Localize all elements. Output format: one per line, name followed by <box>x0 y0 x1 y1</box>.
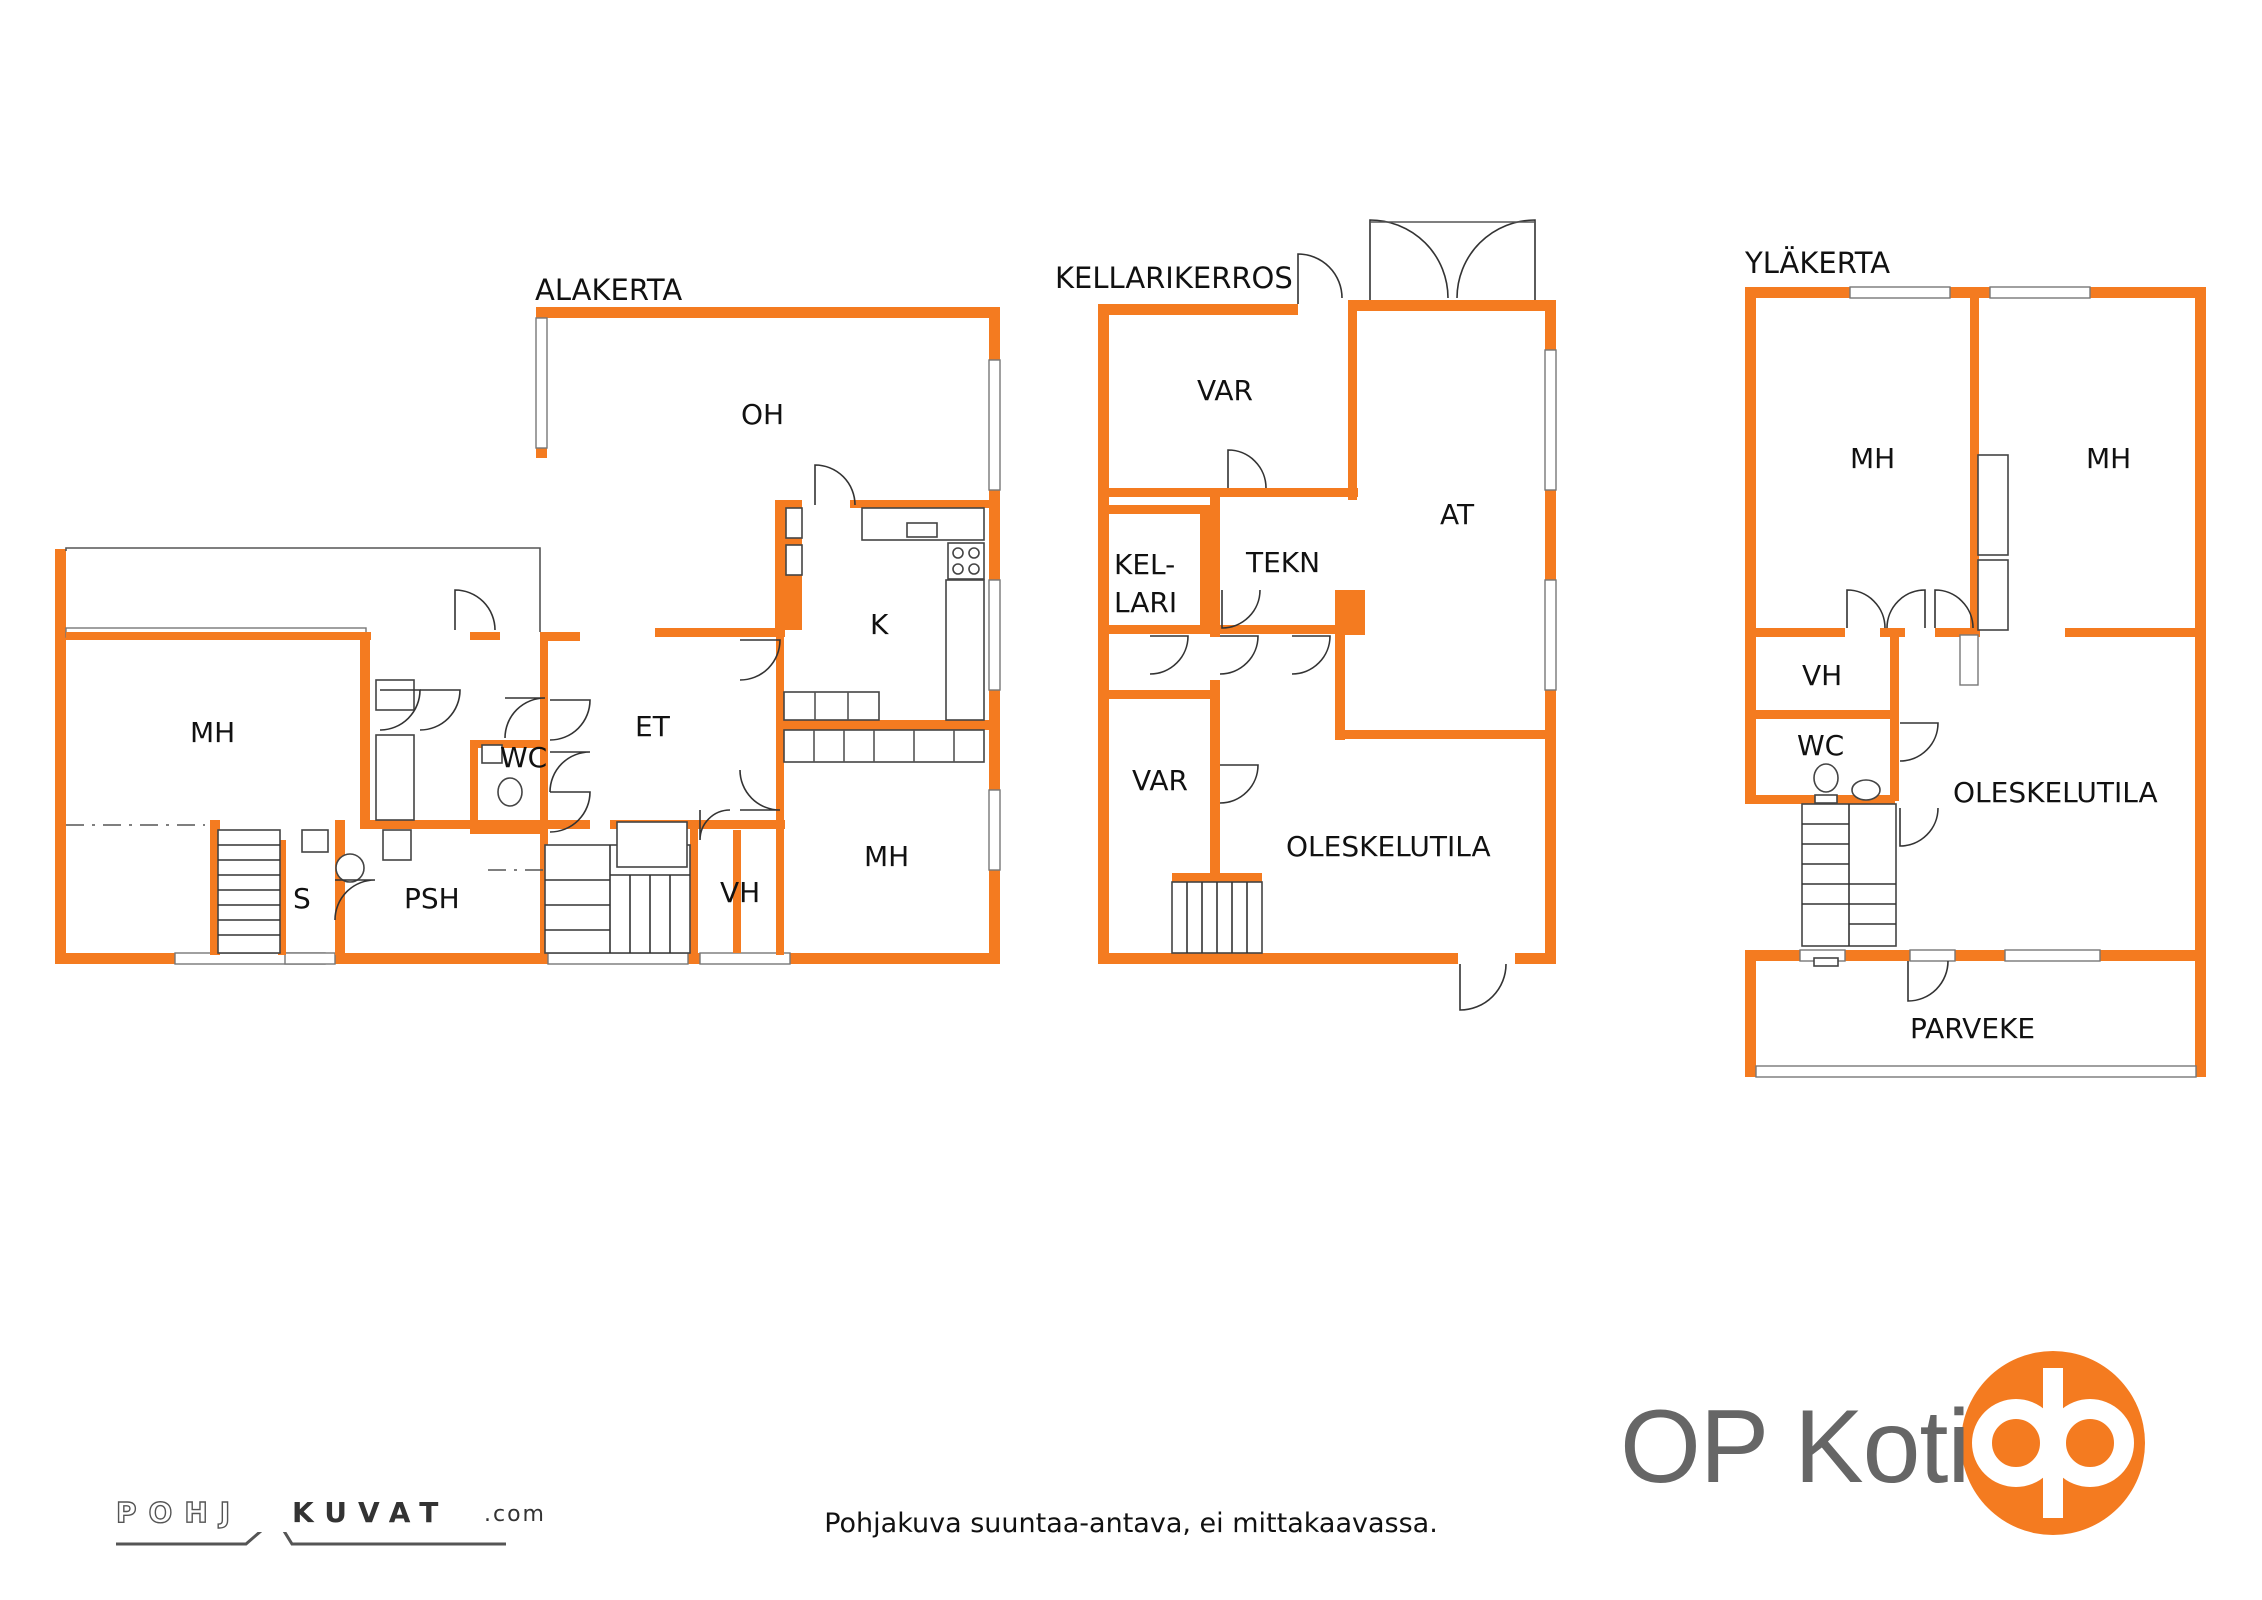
room-label-mh: MH <box>190 716 235 749</box>
floor-plan-kellarikerros <box>1098 219 1557 1011</box>
room-label-vh: VH <box>720 876 760 909</box>
room-label-kellari-1: KEL- <box>1114 548 1175 581</box>
room-label-parveke: PARVEKE <box>1910 1012 2035 1045</box>
floor-title-ylakerta: YLÄKERTA <box>1744 246 1890 280</box>
room-label-oleskelutila-up: OLESKELUTILA <box>1953 776 2158 809</box>
room-label-mh-2: MH <box>864 840 909 873</box>
room-label-oh: OH <box>741 398 784 431</box>
room-label-mh-up-2: MH <box>2086 442 2131 475</box>
room-label-mh-up-1: MH <box>1850 442 1895 475</box>
room-label-at: AT <box>1440 498 1475 531</box>
room-label-k: K <box>870 608 889 641</box>
room-label-wc-up: WC <box>1797 729 1844 762</box>
room-label-tekn: TEKN <box>1245 546 1320 579</box>
credit-underline <box>116 1532 506 1546</box>
brand-name: OP Koti <box>1620 1389 1970 1505</box>
credit-part-1: POHJ <box>115 1495 243 1529</box>
room-label-et: ET <box>635 710 671 743</box>
room-label-psh: PSH <box>404 882 460 915</box>
room-label-s: S <box>293 882 311 915</box>
floor-plan-ylakerta <box>1745 286 2206 1078</box>
floor-title-alakerta: ALAKERTA <box>535 273 682 307</box>
floor-title-kellarikerros: KELLARIKERROS <box>1055 261 1293 295</box>
floor-plan-alakerta <box>55 307 1001 965</box>
credit-part-3: .com <box>484 1502 546 1527</box>
room-labels: ALAKERTA OH MH ET K WC S PSH VH MH KELLA… <box>190 246 2158 1045</box>
room-label-wc: WC <box>500 741 547 774</box>
room-label-kellari-2: LARI <box>1114 586 1177 619</box>
room-label-var: VAR <box>1197 374 1253 407</box>
room-label-var-2: VAR <box>1132 764 1188 797</box>
room-label-vh-up: VH <box>1802 659 1842 692</box>
credit-part-2: KUVAT <box>292 1496 450 1529</box>
room-label-oleskelutila: OLESKELUTILA <box>1286 830 1491 863</box>
op-logo-icon <box>1961 1351 2145 1535</box>
plan-caption: Pohjakuva suuntaa-antava, ei mittakaavas… <box>824 1508 1438 1539</box>
